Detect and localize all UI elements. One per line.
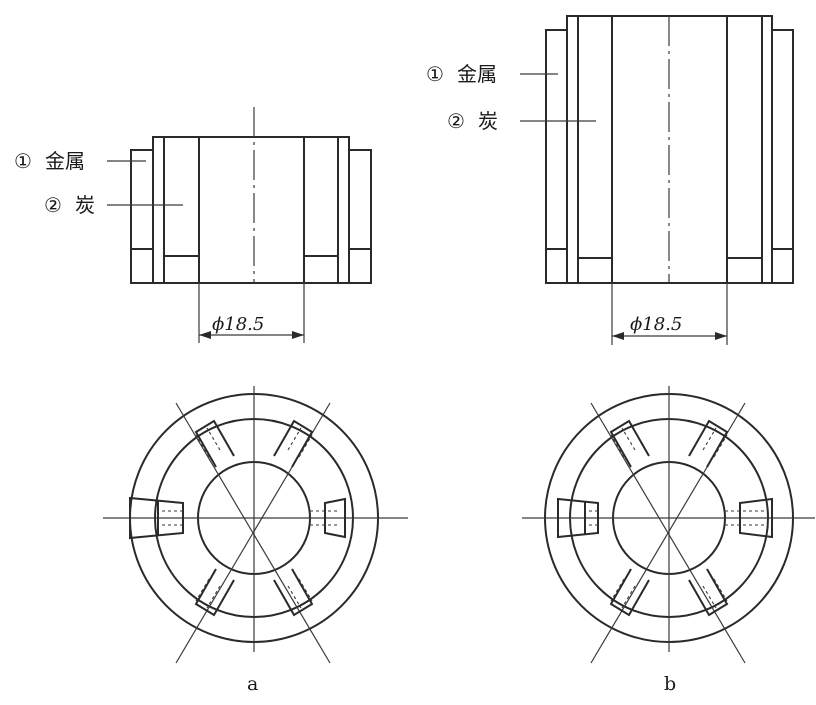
part-name: 金属 (457, 62, 497, 86)
part-number: ① (14, 149, 32, 173)
figure-a-label-1: ① 金属 (14, 149, 85, 173)
part-name: 炭 (75, 193, 95, 217)
part-name: 金属 (45, 149, 85, 173)
figure-caption: b (664, 673, 676, 695)
diameter-dimension: ϕ18.5 (212, 314, 264, 335)
figure-b-label-1: ① 金属 (426, 62, 497, 86)
part-name: 炭 (478, 109, 498, 133)
figure-b-label-2: ② 炭 (447, 109, 498, 133)
part-number: ② (44, 193, 62, 217)
figure-b-side-view (520, 15, 794, 345)
carbon-segments (129, 419, 346, 617)
figure-a-side-view (107, 107, 372, 343)
part-number: ① (426, 62, 444, 86)
figure-a-label-2: ② 炭 (44, 193, 95, 217)
figure-a-end-view (103, 386, 408, 664)
part-number: ② (447, 109, 465, 133)
diameter-dimension: ϕ18.5 (630, 314, 682, 335)
figure-b-end-view (522, 386, 815, 664)
carbon-segments (557, 419, 773, 617)
figure-caption: a (247, 673, 258, 695)
